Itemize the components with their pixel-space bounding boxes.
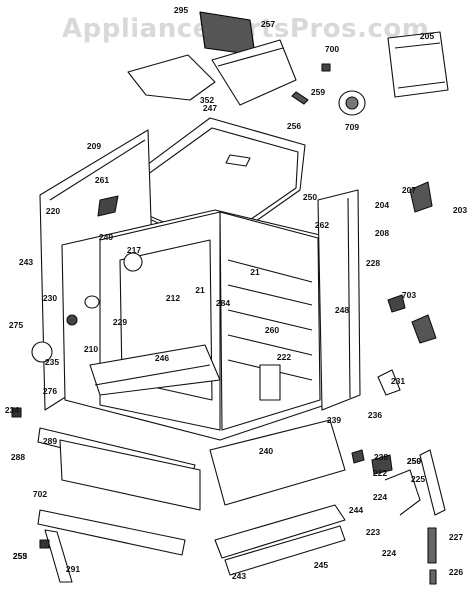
part-callout-label: 240 xyxy=(258,446,274,456)
part-back-trim xyxy=(387,31,449,98)
part-callout-label: 222 xyxy=(276,352,292,362)
part-callout-label: 262 xyxy=(314,220,330,230)
part-callout-label: 212 xyxy=(165,293,181,303)
part-callout-label: 703 xyxy=(401,290,417,300)
part-grommet xyxy=(338,90,366,116)
part-kick-panel xyxy=(37,427,201,583)
part-callout-label: 208 xyxy=(374,228,390,238)
part-callout-label: 257 xyxy=(260,19,276,29)
part-callout-label: 244 xyxy=(348,505,364,515)
part-igniter-assembly xyxy=(351,181,446,585)
part-oven-top xyxy=(119,117,306,251)
part-callout-label: 238 xyxy=(373,452,389,462)
part-callout-label: 256 xyxy=(286,121,302,131)
part-callout-label: 243 xyxy=(231,571,247,581)
part-callout-label: 235 xyxy=(44,357,60,367)
part-vent-plate xyxy=(211,39,297,106)
part-callout-label: 276 xyxy=(42,386,58,396)
part-callout-label: 224 xyxy=(372,492,388,502)
part-callout-label: 275 xyxy=(8,320,24,330)
part-oven-body xyxy=(61,209,326,441)
part-callout-label: 259 xyxy=(310,87,326,97)
part-callout-label: 21 xyxy=(250,267,260,277)
part-callout-label: 259 xyxy=(406,456,422,466)
part-top-sheet xyxy=(127,54,216,101)
part-callout-label: 700 xyxy=(324,44,340,54)
part-callout-label: 239 xyxy=(326,415,342,425)
part-callout-label: 295 xyxy=(173,5,189,15)
part-callout-label: 21 xyxy=(195,285,205,295)
part-callout-label: 249 xyxy=(98,232,114,242)
part-callout-label: 236 xyxy=(367,410,383,420)
part-callout-label: 207 xyxy=(401,185,417,195)
part-callout-label: 261 xyxy=(94,175,110,185)
part-callout-label: 223 xyxy=(365,527,381,537)
part-callout-label: 225 xyxy=(410,474,426,484)
part-callout-label: 220 xyxy=(45,206,61,216)
part-callout-label: 205 xyxy=(419,31,435,41)
part-callout-label: 226 xyxy=(448,567,464,577)
part-callout-label: 245 xyxy=(313,560,329,570)
part-callout-label: 210 xyxy=(83,344,99,354)
part-callout-label: 291 xyxy=(65,564,81,574)
part-clip xyxy=(321,63,331,72)
part-callout-label: 250 xyxy=(302,192,318,202)
part-callout-label: 260 xyxy=(264,325,280,335)
part-callout-label: 352 xyxy=(199,95,215,105)
part-bottom-frame xyxy=(209,419,346,576)
part-callout-label: 253 xyxy=(12,551,28,561)
part-callout-label: 231 xyxy=(390,376,406,386)
part-callout-label: 288 xyxy=(10,452,26,462)
part-callout-label: 284 xyxy=(215,298,231,308)
part-callout-label: 203 xyxy=(452,205,468,215)
part-callout-label: 246 xyxy=(154,353,170,363)
part-callout-label: 255 xyxy=(12,551,28,561)
part-callout-label: 204 xyxy=(374,200,390,210)
part-callout-label: 709 xyxy=(344,122,360,132)
part-callout-label: 248 xyxy=(334,305,350,315)
part-callout-label: 230 xyxy=(42,293,58,303)
part-screw xyxy=(291,91,309,105)
part-callout-label: 222 xyxy=(372,468,388,478)
part-callout-label: 228 xyxy=(365,258,381,268)
part-insulation-pad xyxy=(199,11,256,56)
part-callout-label: 227 xyxy=(448,532,464,542)
part-callout-label: 702 xyxy=(32,489,48,499)
part-callout-label: 243 xyxy=(18,257,34,267)
part-left-small-parts xyxy=(11,195,119,549)
part-callout-label: 229 xyxy=(112,317,128,327)
part-callout-label: 250 xyxy=(406,456,422,466)
part-side-panel-right xyxy=(317,189,361,411)
part-callout-label: 234 xyxy=(4,405,20,415)
part-callout-label: 224 xyxy=(381,548,397,558)
part-callout-label: 209 xyxy=(86,141,102,151)
part-callout-label: 217 xyxy=(126,245,142,255)
part-callout-label: 289 xyxy=(42,436,58,446)
part-callout-label: 247 xyxy=(202,103,218,113)
